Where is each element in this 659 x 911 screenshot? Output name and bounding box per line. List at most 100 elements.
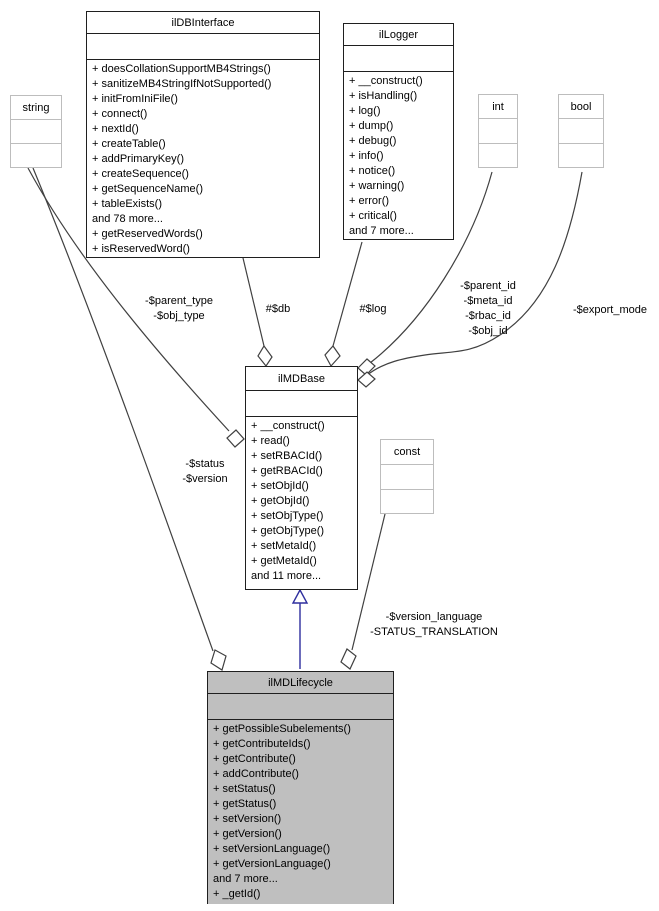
inheritance-arrowhead [291, 588, 309, 604]
method-item: + tableExists() [92, 198, 162, 210]
edge-label-db: #$db [265, 303, 291, 315]
method-item: and 11 more... [251, 570, 322, 582]
method-item: + critical() [349, 210, 397, 222]
method-item: + getObjId() [251, 495, 310, 507]
aggregation-diamond-ids [357, 358, 376, 376]
method-item: + notice() [349, 165, 396, 177]
method-item: + getStatus() [213, 798, 277, 810]
method-item: + setVersion() [213, 813, 282, 825]
edge-string-to-ilmdlifecycle [32, 167, 214, 652]
method-item: + nextId() [92, 123, 139, 135]
method-item: + info() [349, 150, 384, 162]
aggregation-diamond-db [257, 344, 273, 368]
attributes-compartment [87, 34, 319, 60]
methods-compartment: + __construct() + isHandling() + log() +… [344, 72, 453, 241]
type-title: bool [559, 95, 603, 119]
method-item: + sanitizeMB4StringIfNotSupported() [92, 78, 272, 90]
method-item: + setVersionLanguage() [213, 843, 331, 855]
method-item: + getVersion() [213, 828, 282, 840]
class-title: ilMDBase [246, 367, 357, 391]
method-item: and 7 more... [349, 225, 414, 237]
attributes-compartment [208, 694, 393, 720]
method-item: + read() [251, 435, 290, 447]
class-node-ilmdlifecycle[interactable]: ilMDLifecycle + getPossibleSubelements()… [207, 671, 394, 904]
edge-label-ids: -$parent_id -$meta_id -$rbac_id -$obj_id [460, 280, 516, 337]
method-item: + setObjType() [251, 510, 324, 522]
edge-label-export-mode: -$export_mode [573, 304, 647, 316]
method-item: + __construct() [251, 420, 325, 432]
method-item: + initFromIniFile() [92, 93, 178, 105]
type-title: const [381, 440, 433, 465]
method-item: + connect() [92, 108, 148, 120]
method-item: + debug() [349, 135, 397, 147]
class-node-illogger[interactable]: ilLogger + __construct() + isHandling() … [343, 23, 454, 240]
method-item: + doesCollationSupportMB4Strings() [92, 63, 271, 75]
aggregation-diamond-version-language [340, 648, 357, 670]
attributes-compartment [559, 119, 603, 144]
method-item: + addContribute() [213, 768, 299, 780]
class-node-ildbinterface[interactable]: ilDBInterface + doesCollationSupportMB4S… [86, 11, 320, 258]
method-item: + __construct() [349, 75, 423, 87]
method-item: + error() [349, 195, 390, 207]
edge-bool-to-ilmdbase [365, 171, 583, 377]
method-item: + createSequence() [92, 168, 189, 180]
type-node-bool[interactable]: bool [558, 94, 604, 168]
edge-illogger-to-ilmdbase [332, 241, 363, 347]
type-title: string [11, 96, 61, 120]
method-item: and 78 more... [92, 213, 163, 225]
method-item: + getReservedWords() [92, 228, 203, 240]
method-item: + setRBACId() [251, 450, 323, 462]
edge-int-to-ilmdbase [369, 171, 493, 364]
method-item: + getVersionLanguage() [213, 858, 331, 870]
method-item: + getRBACId() [251, 465, 323, 477]
type-title: int [479, 95, 517, 119]
methods-compartment [11, 144, 61, 148]
method-item: + getObjType() [251, 525, 325, 537]
method-item: + addPrimaryKey() [92, 153, 185, 165]
aggregation-diamond-export-mode [357, 371, 376, 388]
method-item: + log() [349, 105, 381, 117]
method-item: + getContributeIds() [213, 738, 311, 750]
aggregation-diamond-parent-type [226, 429, 245, 448]
edge-const-to-ilmdlifecycle [351, 513, 386, 651]
method-item: + setStatus() [213, 783, 276, 795]
aggregation-diamond-status [210, 649, 227, 671]
method-item: + _getId() [213, 888, 261, 900]
methods-compartment: + getPossibleSubelements() + getContribu… [208, 720, 393, 904]
edge-label-status: -$status -$version [182, 458, 228, 485]
attributes-compartment [381, 465, 433, 490]
methods-compartment [559, 144, 603, 148]
attributes-compartment [11, 120, 61, 144]
method-item: + setMetaId() [251, 540, 317, 552]
method-item: + warning() [349, 180, 405, 192]
class-title: ilMDLifecycle [208, 672, 393, 694]
edge-string-to-ilmdbase [27, 167, 230, 432]
attributes-compartment [344, 46, 453, 72]
type-node-string[interactable]: string [10, 95, 62, 168]
edge-label-parent-type: -$parent_type -$obj_type [145, 295, 213, 322]
method-item: + getMetaId() [251, 555, 317, 567]
method-item: + setObjId() [251, 480, 309, 492]
method-item: + dump() [349, 120, 394, 132]
methods-compartment: + doesCollationSupportMB4Strings() + san… [87, 60, 319, 259]
method-item: + isHandling() [349, 90, 418, 102]
type-node-const[interactable]: const [380, 439, 434, 514]
methods-compartment [479, 144, 517, 148]
class-title: ilLogger [344, 24, 453, 46]
aggregation-diamond-log [324, 345, 341, 368]
attributes-compartment [479, 119, 517, 144]
method-item: + getPossibleSubelements() [213, 723, 351, 735]
methods-compartment [381, 490, 433, 494]
edge-ildbinterface-to-ilmdbase [242, 257, 265, 347]
method-item: and 7 more... [213, 873, 278, 885]
methods-compartment: + __construct() + read() + setRBACId() +… [246, 417, 357, 586]
method-item: + getContribute() [213, 753, 296, 765]
type-node-int[interactable]: int [478, 94, 518, 168]
method-item: + getSequenceName() [92, 183, 203, 195]
method-item: + isReservedWord() [92, 243, 190, 255]
attributes-compartment [246, 391, 357, 417]
edge-label-version-language: -$version_language -STATUS_TRANSLATION [370, 611, 498, 638]
class-node-ilmdbase[interactable]: ilMDBase + __construct() + read() + setR… [245, 366, 358, 590]
